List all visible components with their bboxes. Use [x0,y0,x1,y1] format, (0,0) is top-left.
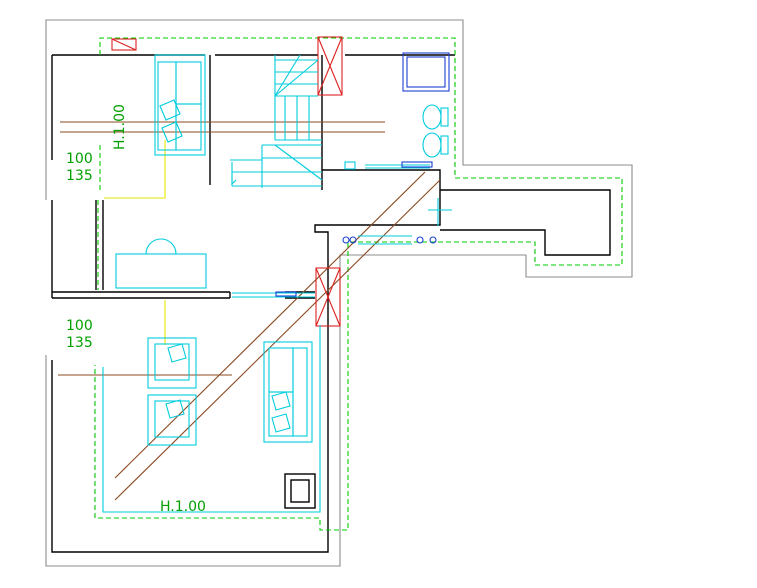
sofa-icon [154,54,206,156]
sofa-icon [263,341,313,443]
shower-tray-icon [402,52,450,92]
wall-openings [111,36,343,327]
staircase-icon [230,54,323,188]
dimension-label-lower-bottom: 135 [66,335,93,351]
exterior-walls [45,19,633,567]
toilet-icon [422,104,449,130]
skylight-icon [428,198,452,226]
armchair-icon [147,337,197,446]
dimension-label-upper-top: 100 [66,151,93,167]
table-icon [115,238,207,289]
ceiling-height-label-lower: H.1.00 [160,499,206,515]
dimension-label-upper-bottom: 135 [66,168,93,184]
radiator-icon [232,161,437,298]
ceiling-height-label-upper: H.1.00 [112,104,128,150]
dimension-label-lower-top: 100 [66,318,93,334]
roof-beams [58,121,441,501]
lower-room-outline [102,325,321,513]
bidet-icon [422,132,449,158]
usable-area-boundary [94,37,623,531]
guide-lines [104,140,166,345]
